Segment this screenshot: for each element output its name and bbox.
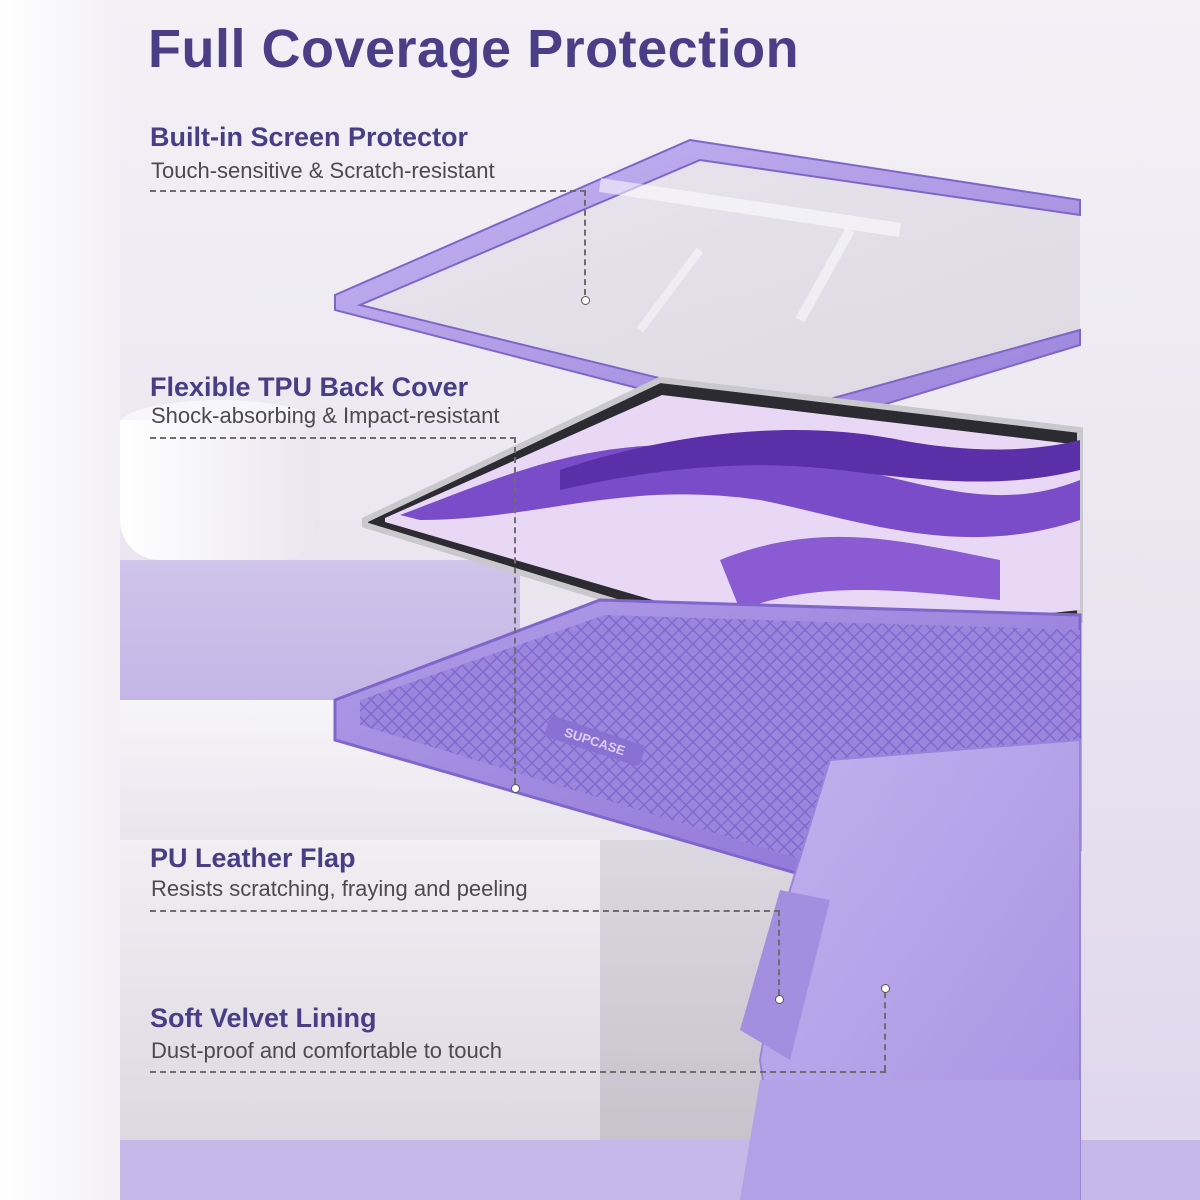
feature-heading: Built-in Screen Protector xyxy=(150,122,469,152)
exploded-case-graphic: SUPCASE xyxy=(333,138,1083,1200)
brand-logo-plate xyxy=(545,716,645,766)
feature-heading: PU Leather Flap xyxy=(150,843,356,873)
feature-heading: Soft Velvet Lining xyxy=(150,1003,377,1033)
feature-heading: Flexible TPU Back Cover xyxy=(150,372,469,402)
leader-line xyxy=(150,910,780,912)
leader-line xyxy=(884,992,886,1071)
page-title: Full Coverage Protection xyxy=(148,19,800,79)
leader-line xyxy=(514,437,516,784)
leader-line xyxy=(150,437,516,439)
ipad-device xyxy=(362,376,1083,659)
leader-line xyxy=(150,190,586,192)
feature-description: Dust-proof and comfortable to touch xyxy=(151,1038,502,1063)
left-light-panel xyxy=(0,0,120,1200)
pu-leather-flap xyxy=(740,738,1081,1200)
feature-description: Shock-absorbing & Impact-resistant xyxy=(151,403,500,428)
leader-line xyxy=(584,190,586,295)
callout-dot xyxy=(511,784,520,793)
leader-line xyxy=(150,1071,886,1073)
callout-dot xyxy=(881,984,890,993)
leader-line xyxy=(778,910,780,995)
feature-description: Touch-sensitive & Scratch-resistant xyxy=(151,158,495,183)
feature-description: Resists scratching, fraying and peeling xyxy=(151,876,528,901)
callout-dot xyxy=(581,296,590,305)
pedestal-cylinder xyxy=(120,420,320,560)
callout-dot xyxy=(775,995,784,1004)
